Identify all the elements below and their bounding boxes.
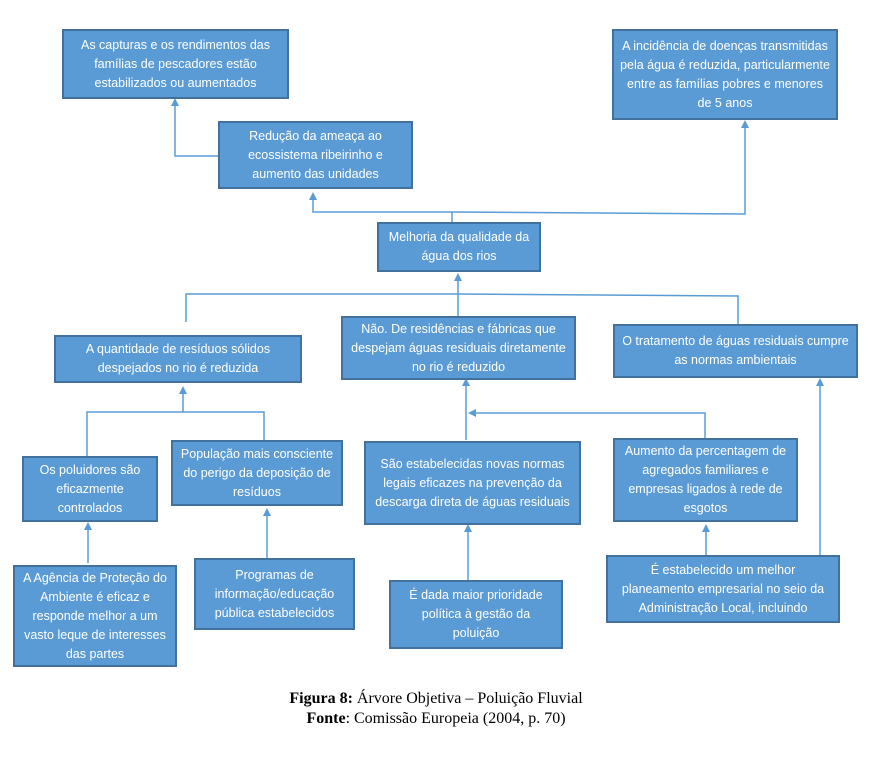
node-text: Não. De residências e fábricas que despe… (351, 321, 566, 374)
objective-tree-diagram: As capturas e os rendimentos das família… (13, 29, 858, 667)
node-text: A Agência de Proteção do Ambiente é efic… (23, 570, 167, 661)
connector-lines (84, 98, 824, 580)
node-text: As capturas e os rendimentos das família… (81, 37, 270, 90)
figure-title: Árvore Objetiva – Poluição Fluvial (352, 690, 583, 707)
node-tratamento: O tratamento de águas residuais cumpre a… (613, 324, 858, 378)
connector-reducao-to-capturas (171, 98, 219, 157)
node-agencia: A Agência de Proteção do Ambiente é efic… (13, 565, 177, 667)
node-text: São estabelecidas novas normas legais ef… (375, 456, 570, 509)
connector-aumento-to-residencias (468, 409, 706, 438)
node-normas: São estabelecidas novas normas legais ef… (364, 441, 581, 525)
node-text: É dada maior prioridade política à gestã… (409, 588, 543, 640)
node-planeamento: É estabelecido um melhor planeamento emp… (606, 555, 840, 623)
node-text: Os poluidores são eficazmente controlado… (39, 462, 141, 515)
connector-tratamento-branch (457, 293, 739, 324)
node-text: Melhoria da qualidade da água dos rios (388, 230, 530, 263)
connector-poluidores-branch (86, 411, 265, 456)
connector-melhoria-to-reducao (309, 192, 453, 222)
node-text: Aumento da percentagem de agregados fami… (624, 444, 787, 515)
node-programas: Programas de informação/educação pública… (194, 558, 355, 630)
node-prioridade: É dada maior prioridade política à gestã… (389, 580, 563, 649)
source-caption: Fonte: Comissão Europeia (2004, p. 70) (0, 709, 872, 728)
source-label: Fonte (306, 710, 346, 727)
figure-caption: Figura 8: Árvore Objetiva – Poluição Flu… (0, 689, 872, 708)
node-capturas: As capturas e os rendimentos das família… (62, 29, 289, 99)
node-residuos-solidos: A quantidade de resíduos sólidos despeja… (54, 335, 302, 383)
node-reducao-ameaca: Redução da ameaça ao ecossistema ribeiri… (218, 121, 413, 189)
connector-residuos-branch (185, 293, 458, 322)
node-text: Programas de informação/educação pública… (214, 567, 335, 620)
source-text: : Comissão Europeia (2004, p. 70) (345, 710, 566, 727)
node-aumento-percentagem: Aumento da percentagem de agregados fami… (613, 438, 798, 522)
node-melhoria: Melhoria da qualidade da água dos rios (377, 222, 541, 272)
node-text: A incidência de doenças transmitidas pel… (620, 38, 830, 110)
connector-melhoria-to-doencas (451, 120, 749, 215)
figure-label: Figura 8: (289, 690, 353, 707)
node-text: Redução da ameaça ao ecossistema ribeiri… (248, 128, 383, 181)
node-text: É estabelecido um melhor planeamento emp… (621, 562, 825, 615)
node-populacao: População mais consciente do perigo da d… (171, 440, 343, 506)
node-residencias: Não. De residências e fábricas que despe… (341, 316, 576, 380)
node-doencas: A incidência de doenças transmitidas pel… (612, 29, 838, 120)
node-poluidores: Os poluidores são eficazmente controlado… (22, 456, 158, 522)
node-text: O tratamento de águas residuais cumpre a… (622, 334, 849, 367)
node-text: População mais consciente do perigo da d… (180, 446, 334, 499)
node-text: A quantidade de resíduos sólidos despeja… (85, 342, 271, 375)
